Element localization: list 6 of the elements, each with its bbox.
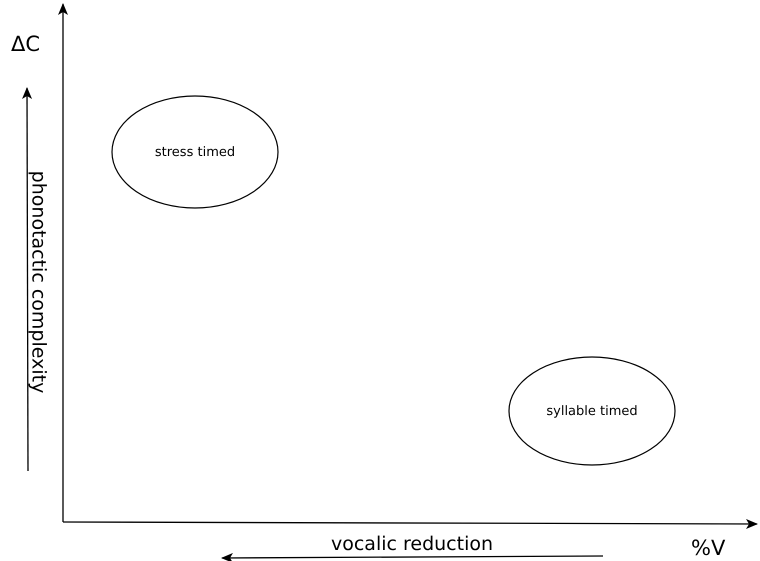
axis-label: %V [691,538,726,559]
rhythm-class-label: syllable timed [546,404,638,418]
rhythm-class-label: stress timed [154,144,236,160]
axis-label: vocalic reduction [330,535,494,554]
axis-title: phonotactic complexity [28,170,48,394]
axis-label: ΔC [11,34,40,55]
